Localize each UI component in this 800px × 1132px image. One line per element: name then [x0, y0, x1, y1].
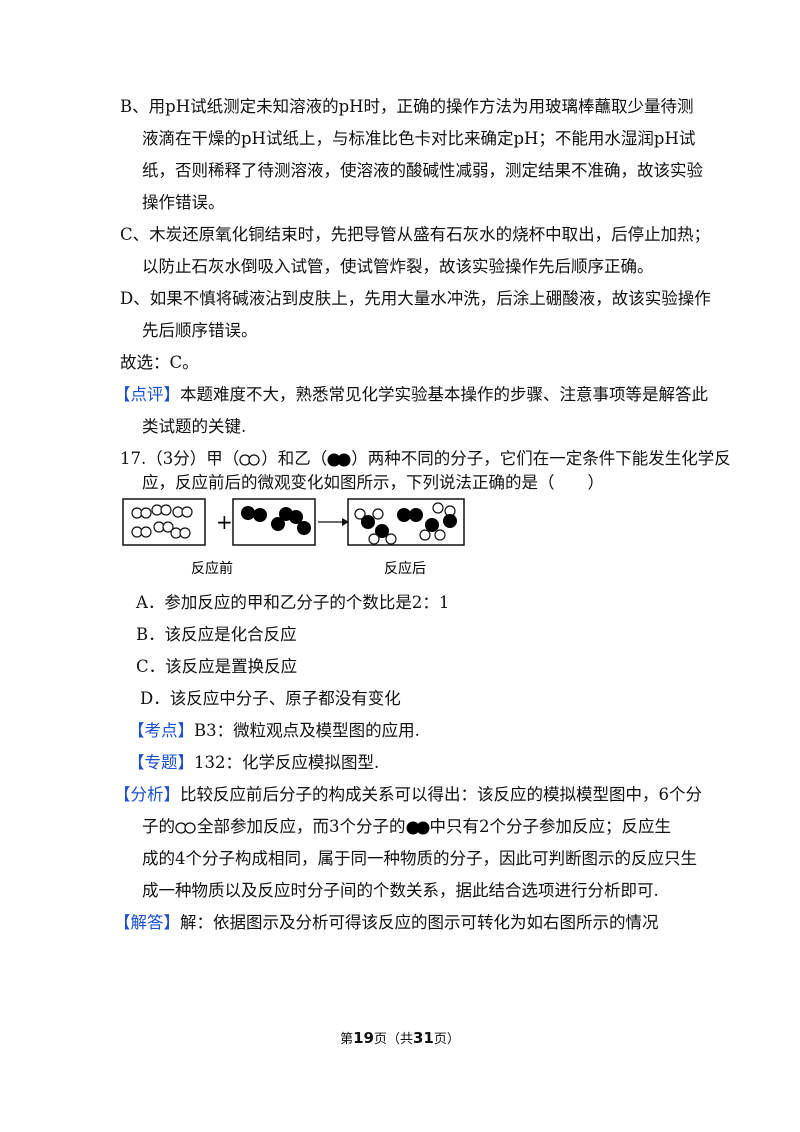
- after-box: [347, 498, 465, 546]
- jieda-label: 【解答】: [114, 913, 180, 932]
- option-b-line2: 液滴在干燥的pH试纸上，与标准比色卡对比来确定pH；不能用水湿润pH试: [142, 129, 696, 148]
- question-17-mid: ）和乙（: [261, 449, 328, 468]
- previous-answer: 故选：C。: [120, 353, 199, 372]
- molecule-jia-icon: [175, 821, 196, 834]
- zhuanti-text: 132：化学反应模拟图型.: [194, 753, 380, 772]
- fenxi-text-2a: 子的: [142, 817, 175, 836]
- molecule-yi-icon: [327, 453, 351, 466]
- question-17-prefix: 17.（3分）甲（: [120, 449, 240, 468]
- choice-c: C．该反应是置换反应: [136, 657, 298, 676]
- fenxi-line4: 成一种物质以及反应时分子间的个数关系，据此结合选项进行分析即可.: [142, 881, 659, 900]
- option-b-line4: 操作错误。: [142, 193, 225, 212]
- comment-text: 本题难度不大，熟悉常见化学实验基本操作的步骤、注意事项等是解答此: [180, 385, 708, 404]
- option-d-line1: D、如果不慎将碱液沾到皮肤上，先用大量水冲洗，后涂上硼酸液，故该实验操作: [120, 289, 711, 308]
- comment-line1: 【点评】本题难度不大，熟悉常见化学实验基本操作的步骤、注意事项等是解答此: [114, 384, 708, 406]
- before-box-yi: [232, 498, 316, 546]
- kaodian-label: 【考点】: [128, 721, 194, 740]
- fenxi-line3: 成的4个分子构成相同，属于同一种物质的分子，因此可判断图示的反应只生: [142, 849, 697, 868]
- footer-suffix: 页）: [433, 1032, 460, 1047]
- comment-label: 【点评】: [114, 385, 180, 404]
- option-b-line1: B、用pH试纸测定未知溶液的pH时，正确的操作方法为用玻璃棒蘸取少量待测: [120, 97, 694, 116]
- reaction-diagram: + 反应前 反应后: [122, 498, 465, 577]
- jieda-text: 解：依据图示及分析可得该反应的图示可转化为如右图所示的情况: [180, 913, 659, 932]
- choice-b: B．该反应是化合反应: [136, 625, 297, 644]
- question-17-line2: 应，反应前后的微观变化如图所示，下列说法正确的是（ ）: [142, 473, 604, 492]
- question-17-suffix: ）两种不同的分子，它们在一定条件下能发生化学反: [351, 449, 731, 468]
- page-footer: 第19页（共31页）: [0, 1028, 800, 1047]
- footer-mid: 页（共: [373, 1032, 413, 1047]
- jia-molecules: [131, 504, 193, 539]
- footer-page-number: 19: [353, 1029, 374, 1047]
- option-c-line2: 以防止石灰水倒吸入试管，使试管炸裂，故该实验操作先后顺序正确。: [142, 257, 654, 276]
- comment-line2: 类试题的关键.: [142, 417, 247, 436]
- fenxi-line2: 子的 全部参加反应，而3个分子的 中只有2个分子参加反应；反应生: [142, 816, 671, 838]
- label-before-reaction: 反应前: [191, 560, 233, 577]
- question-17-line1: 17.（3分）甲（ ）和乙（ ）两种不同的分子，它们在一定条件下能发生化学反: [120, 448, 731, 470]
- footer-prefix: 第: [340, 1032, 354, 1047]
- before-box-jia: [122, 498, 206, 546]
- footer-total-pages: 31: [413, 1029, 434, 1047]
- zhuanti-line: 【专题】132：化学反应模拟图型.: [128, 752, 379, 774]
- fenxi-text-2c: 中只有2个分子参加反应；反应生: [429, 817, 672, 836]
- choice-d: D．该反应中分子、原子都没有变化: [140, 689, 401, 708]
- fenxi-label: 【分析】: [114, 785, 180, 804]
- fenxi-text-2b: 全部参加反应，而3个分子的: [197, 817, 406, 836]
- after-molecules: [354, 502, 457, 545]
- option-b-line3: 纸，否则稀释了待测溶液，使溶液的酸碱性减弱，测定结果不准确，故该实验: [142, 161, 703, 180]
- choice-a: A．参加反应的甲和乙分子的个数比是2：1: [136, 593, 450, 612]
- molecule-yi-icon: [406, 821, 429, 834]
- plus-sign: +: [216, 510, 233, 534]
- zhuanti-label: 【专题】: [128, 753, 194, 772]
- arrow-head-icon: [342, 518, 349, 526]
- kaodian-line: 【考点】B3：微粒观点及模型图的应用.: [128, 720, 420, 742]
- option-c-line1: C、木炭还原氧化铜结束时，先把导管从盛有石灰水的烧杯中取出，后停止加热；: [120, 225, 711, 244]
- kaodian-text: B3：微粒观点及模型图的应用.: [194, 721, 420, 740]
- option-d-line2: 先后顺序错误。: [142, 321, 258, 340]
- label-after-reaction: 反应后: [384, 560, 426, 577]
- molecule-jia-icon: [239, 453, 260, 466]
- yi-molecules: [241, 506, 311, 535]
- fenxi-text-1: 比较反应前后分子的构成关系可以得出：该反应的模拟模型图中，6个分: [180, 785, 702, 804]
- jieda-line: 【解答】解：依据图示及分析可得该反应的图示可转化为如右图所示的情况: [114, 912, 659, 934]
- fenxi-line1: 【分析】比较反应前后分子的构成关系可以得出：该反应的模拟模型图中，6个分: [114, 784, 702, 806]
